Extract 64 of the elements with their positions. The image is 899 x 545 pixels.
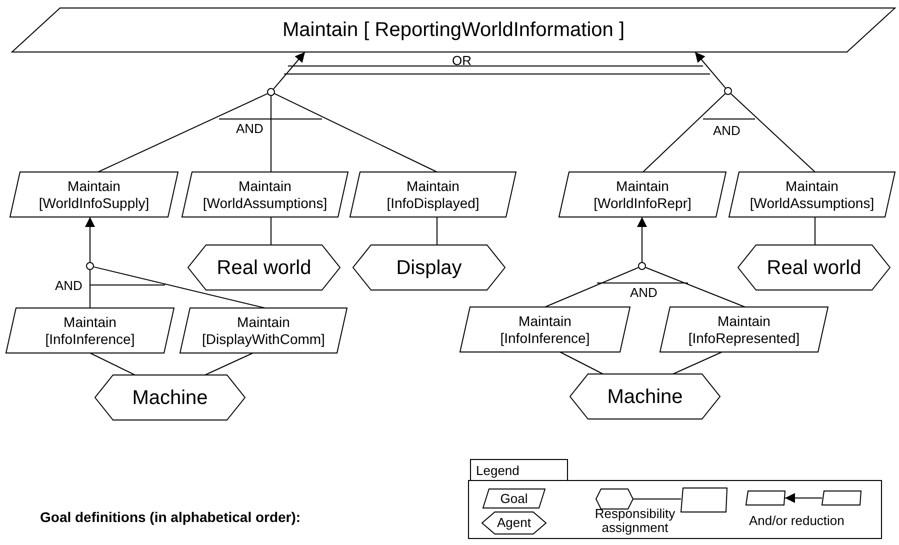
agent-hexagon <box>570 374 720 419</box>
refinement-line <box>642 93 726 172</box>
agent-name: Real world <box>216 256 312 280</box>
legend-title: Legend <box>476 464 520 477</box>
junction-circle <box>638 262 646 270</box>
legend-text: And/or reduction <box>749 514 844 527</box>
refinement-line <box>98 93 268 172</box>
goal-name: Maintain [InfoInference] <box>44 314 136 348</box>
goal-parallelogram <box>350 172 516 217</box>
refinement-line <box>274 93 438 172</box>
reduction-arrow <box>637 216 647 262</box>
and-label: AND <box>630 286 658 299</box>
agent-hexagon <box>353 245 505 290</box>
and-label: AND <box>236 122 264 135</box>
agent-hexagon <box>738 245 890 290</box>
refinement-line <box>93 266 266 308</box>
assignment-line <box>204 352 254 376</box>
goal-name: Maintain [WorldInfoSupply] <box>38 178 150 212</box>
goal-parallelogram <box>460 307 630 352</box>
assignment-line <box>90 352 136 376</box>
or-label: OR <box>452 54 472 67</box>
refinement-line <box>270 96 272 172</box>
goal-parallelogram <box>12 8 895 52</box>
agent-name: Real world <box>766 256 862 280</box>
goal-parallelogram <box>180 308 347 353</box>
goal-parallelogram <box>729 172 895 217</box>
goal-name: Maintain [InfoRepresented] <box>687 312 801 346</box>
reduction-arrow <box>273 52 306 90</box>
agent-hexagon <box>95 375 245 420</box>
goal-name: Maintain [DisplayWithComm] <box>201 314 326 348</box>
and-label: AND <box>713 124 740 137</box>
goal-name: Maintain [ ReportingWorldInformation ] <box>282 18 624 42</box>
agent-name: Display <box>396 256 462 280</box>
goal-name: Maintain [InfoDisplayed] <box>386 178 480 212</box>
goal-parallelogram <box>182 172 348 217</box>
goal-name: Maintain [WorldInfoRepr] <box>592 178 692 212</box>
assignment-line <box>672 352 722 374</box>
agent-name: Machine <box>132 386 208 410</box>
legend-text: Responsibility assignment <box>594 507 676 536</box>
assignment-line <box>436 216 438 246</box>
goal-name: Maintain [WorldAssumptions] <box>748 178 876 212</box>
junction-circle <box>86 262 94 270</box>
reduction-arrow <box>85 216 95 262</box>
goal-name: Maintain [InfoInference] <box>499 312 591 346</box>
assignment-line <box>270 216 272 246</box>
junction-circle <box>267 88 275 96</box>
legend-text: Goal <box>500 490 528 506</box>
assignment-line <box>560 352 604 374</box>
section-heading: Goal definitions (in alphabetical order): <box>40 510 301 524</box>
reduction-arrow <box>694 52 726 88</box>
goal-parallelogram <box>559 172 726 217</box>
junction-circle <box>724 87 732 95</box>
agent-name: Machine <box>607 384 683 408</box>
goal-parallelogram <box>6 308 174 353</box>
legend-text: Agent <box>497 515 531 531</box>
goal-parallelogram <box>660 307 828 352</box>
goal-name: Maintain [WorldAssumptions] <box>202 178 328 212</box>
refinement-line <box>730 93 816 172</box>
goal-parallelogram <box>10 172 178 217</box>
refinement-line <box>544 267 639 308</box>
and-label: AND <box>55 279 82 292</box>
refinement-line <box>645 266 746 308</box>
agent-hexagon <box>188 245 340 290</box>
assignment-line <box>814 216 816 246</box>
